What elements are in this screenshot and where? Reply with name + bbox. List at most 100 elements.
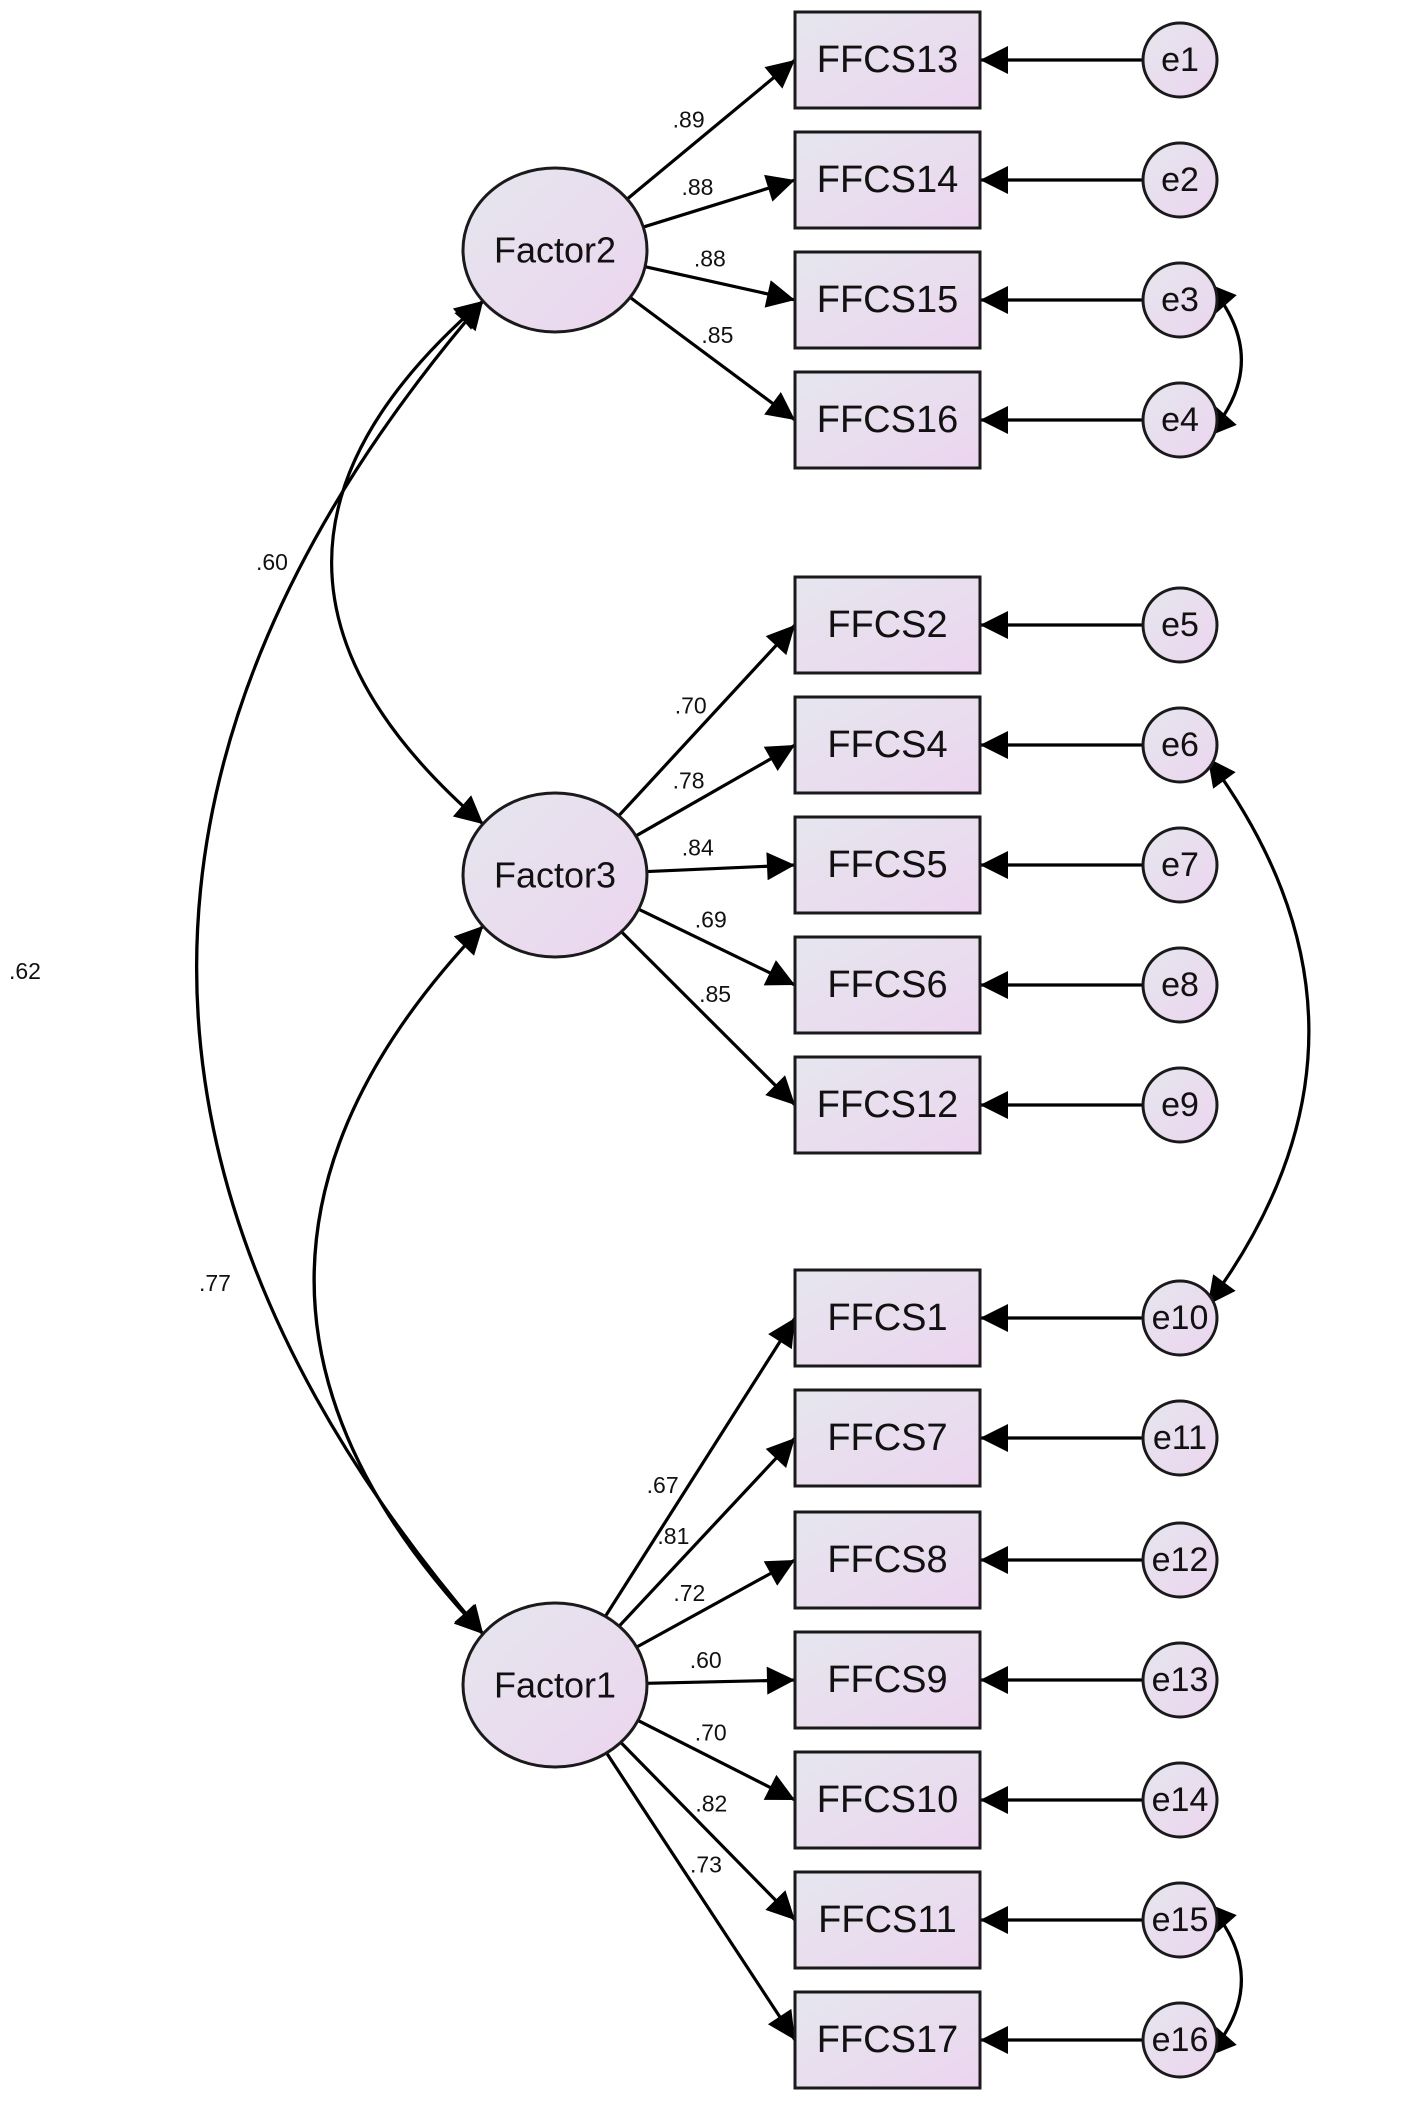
error-term-label: e5 xyxy=(1161,606,1199,644)
latent-factor-label: Factor2 xyxy=(494,230,616,271)
error-term-label: e2 xyxy=(1161,161,1199,199)
latent-factor-label: Factor1 xyxy=(494,1665,616,1706)
loading-coefficient: .67 xyxy=(647,1472,679,1498)
loading-coefficient: .88 xyxy=(694,246,726,272)
correlation-coefficient: .62 xyxy=(9,958,41,984)
loading-arrow xyxy=(642,174,796,229)
observed-variable-label: FFCS16 xyxy=(817,399,958,441)
observed-variable-box xyxy=(793,1990,982,2090)
error-term-label: e6 xyxy=(1161,726,1199,764)
error-term-label: e3 xyxy=(1161,281,1199,319)
error-covariance-arc xyxy=(1206,756,1311,1307)
loading-arrow xyxy=(604,1317,797,1618)
observed-variable-label: FFCS14 xyxy=(817,159,958,201)
error-term-circle xyxy=(1141,1761,1219,1839)
latent-factor-ellipse xyxy=(461,166,649,334)
loading-coefficient: .82 xyxy=(695,1790,727,1816)
loading-arrow xyxy=(629,296,796,422)
error-term-circle xyxy=(1141,261,1219,339)
error-term-circle xyxy=(1141,1641,1219,1719)
loading-arrow xyxy=(635,1558,796,1649)
error-term-label: e10 xyxy=(1152,1299,1209,1337)
observed-variable-label: FFCS10 xyxy=(817,1779,958,1821)
observed-variable-box xyxy=(793,1388,982,1488)
observed-variable-box xyxy=(793,695,982,795)
observed-variable-label: FFCS7 xyxy=(827,1417,947,1459)
error-covariance-arc xyxy=(1206,1902,1243,2058)
factor-correlation-arc xyxy=(330,299,485,826)
loading-coefficient: .60 xyxy=(690,1647,722,1673)
loading-coefficient: .69 xyxy=(695,907,727,933)
latent-factor-ellipse xyxy=(461,1601,649,1769)
loading-arrow xyxy=(619,1741,797,1922)
error-term-circle xyxy=(1141,1399,1219,1477)
observed-variable-box xyxy=(793,1268,982,1368)
error-term-label: e14 xyxy=(1152,1781,1209,1819)
error-term-circle xyxy=(1141,381,1219,459)
error-term-label: e1 xyxy=(1161,41,1199,79)
loading-arrow xyxy=(635,743,796,838)
error-term-circle xyxy=(1141,826,1219,904)
loading-coefficient: .70 xyxy=(675,692,707,718)
observed-variable-box xyxy=(793,935,982,1035)
error-term-circle xyxy=(1141,706,1219,784)
observed-variable-box xyxy=(793,1055,982,1155)
loading-arrow xyxy=(605,1752,797,2041)
observed-variable-label: FFCS17 xyxy=(817,2019,958,2061)
observed-variable-box xyxy=(793,1750,982,1850)
error-term-circle xyxy=(1141,1881,1219,1959)
observed-variable-label: FFCS8 xyxy=(827,1539,947,1581)
observed-variable-box xyxy=(793,575,982,675)
loading-arrow xyxy=(644,265,796,308)
observed-variable-label: FFCS13 xyxy=(817,39,958,81)
observed-variable-box xyxy=(793,1630,982,1730)
error-term-circle xyxy=(1141,141,1219,219)
observed-variable-box xyxy=(793,815,982,915)
latent-factor-label: Factor3 xyxy=(494,855,616,896)
observed-variable-box xyxy=(793,1510,982,1610)
observed-variable-box xyxy=(793,10,982,110)
loading-coefficient: .88 xyxy=(681,174,713,200)
error-term-label: e11 xyxy=(1153,1419,1207,1457)
observed-variable-box xyxy=(793,1870,982,1970)
loading-arrow xyxy=(620,930,797,1107)
error-term-circle xyxy=(1141,1279,1219,1357)
error-term-label: e15 xyxy=(1152,1901,1209,1939)
observed-variable-box xyxy=(793,370,982,470)
loading-coefficient: .70 xyxy=(695,1720,727,1746)
observed-variable-label: FFCS15 xyxy=(817,279,958,321)
loading-coefficient: .81 xyxy=(657,1523,689,1549)
error-covariance-arc xyxy=(1206,282,1243,438)
error-term-label: e7 xyxy=(1161,846,1199,884)
error-term-label: e13 xyxy=(1152,1661,1209,1699)
error-term-label: e16 xyxy=(1152,2021,1209,2059)
observed-variable-label: FFCS6 xyxy=(827,964,947,1006)
observed-variable-label: FFCS12 xyxy=(817,1084,958,1126)
loading-coefficient: .85 xyxy=(699,981,731,1007)
correlation-coefficient: .77 xyxy=(199,1270,231,1296)
loading-arrow xyxy=(637,907,796,987)
error-term-label: e9 xyxy=(1161,1086,1199,1124)
error-term-circle xyxy=(1141,1066,1219,1144)
observed-variable-box xyxy=(793,130,982,230)
error-term-label: e4 xyxy=(1161,401,1199,439)
loading-arrow xyxy=(646,852,796,881)
latent-factor-ellipse xyxy=(461,791,649,959)
loading-coefficient: .89 xyxy=(673,107,705,133)
error-term-circle xyxy=(1141,2001,1219,2079)
loading-arrow xyxy=(617,623,797,817)
observed-variable-label: FFCS9 xyxy=(827,1659,947,1701)
observed-variable-label: FFCS2 xyxy=(827,604,947,646)
error-term-label: e12 xyxy=(1152,1541,1209,1579)
error-term-circle xyxy=(1141,1521,1219,1599)
loading-coefficient: .72 xyxy=(673,1580,705,1606)
observed-variable-label: FFCS5 xyxy=(827,844,947,886)
error-term-circle xyxy=(1141,586,1219,664)
observed-variable-label: FFCS1 xyxy=(827,1297,947,1339)
correlation-coefficient: .60 xyxy=(256,549,288,575)
observed-variable-label: FFCS4 xyxy=(827,724,947,766)
observed-variable-box xyxy=(793,250,982,350)
loading-coefficient: .78 xyxy=(673,767,705,793)
error-term-label: e8 xyxy=(1161,966,1199,1004)
